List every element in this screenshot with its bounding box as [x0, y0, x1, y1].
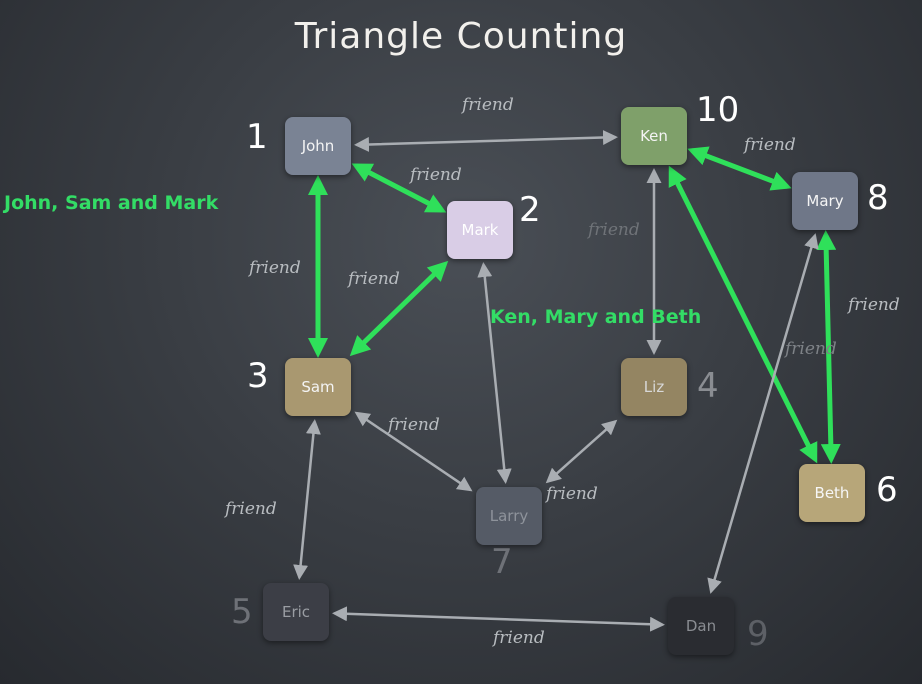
edge-sam-eric [293, 419, 321, 580]
diagram-title: Triangle Counting [294, 16, 628, 57]
node-beth-label: Beth [814, 484, 850, 502]
node-number-sam: 3 [247, 356, 269, 396]
edge-mark-larry [477, 262, 512, 484]
node-sam-label: Sam [301, 378, 335, 396]
node-number-ken: 10 [696, 90, 740, 130]
node-number-john: 1 [246, 117, 268, 157]
edge-mary-dan [707, 233, 819, 594]
node-number-dan: 9 [747, 614, 769, 654]
node-liz-label: Liz [643, 378, 665, 396]
node-number-eric: 5 [231, 592, 253, 632]
node-john-label: John [301, 137, 335, 155]
edge-mark-sam [349, 260, 449, 357]
node-eric[interactable]: Eric [263, 583, 329, 641]
node-larry-label: Larry [489, 507, 529, 525]
node-larry[interactable]: Larry [476, 487, 542, 545]
triangle-label-john-sam-mark: John, Sam and Mark [4, 192, 219, 214]
node-sam[interactable]: Sam [285, 358, 351, 416]
node-mary[interactable]: Mary [792, 172, 858, 230]
node-number-larry: 7 [491, 542, 513, 582]
node-number-beth: 6 [876, 470, 898, 510]
node-number-liz: 4 [697, 366, 719, 406]
node-eric-label: Eric [281, 603, 311, 621]
edge-eric-dan [332, 606, 665, 632]
node-mary-label: Mary [806, 192, 844, 210]
node-ken[interactable]: Ken [621, 107, 687, 165]
edge-label-mark-sam: friend [348, 269, 400, 289]
edge-larry-liz [545, 419, 618, 484]
node-dan[interactable]: Dan [668, 597, 734, 655]
edge-label-ken-beth: friend [785, 339, 837, 359]
node-number-mary: 8 [867, 178, 889, 218]
edge-label-larry-liz: friend [546, 484, 598, 504]
edge-ken-mary [687, 146, 792, 191]
edge-label-mary-beth: friend [848, 295, 900, 315]
edge-label-sam-eric: friend [225, 499, 277, 519]
edge-john-ken [354, 130, 618, 152]
edge-john-mark [351, 163, 447, 213]
edge-mary-beth [816, 230, 841, 464]
node-john[interactable]: John [285, 117, 351, 175]
node-mark-label: Mark [461, 221, 499, 239]
node-dan-label: Dan [685, 617, 717, 635]
node-mark[interactable]: Mark [447, 201, 513, 259]
edge-label-eric-dan: friend [493, 628, 545, 648]
triangle-label-ken-mary-beth: Ken, Mary and Beth [490, 306, 702, 328]
edge-label-john-mark: friend [410, 165, 462, 185]
node-number-mark: 2 [519, 190, 541, 230]
node-ken-label: Ken [640, 127, 668, 145]
edge-label-john-ken: friend [462, 95, 514, 115]
node-beth[interactable]: Beth [799, 464, 865, 522]
edge-label-john-sam: friend [249, 258, 301, 278]
edge-label-ken-liz: friend [588, 220, 640, 240]
edge-sam-larry [354, 411, 473, 492]
edge-label-sam-larry: friend [388, 415, 440, 435]
node-liz[interactable]: Liz [621, 358, 687, 416]
edge-label-ken-mary: friend [744, 135, 796, 155]
